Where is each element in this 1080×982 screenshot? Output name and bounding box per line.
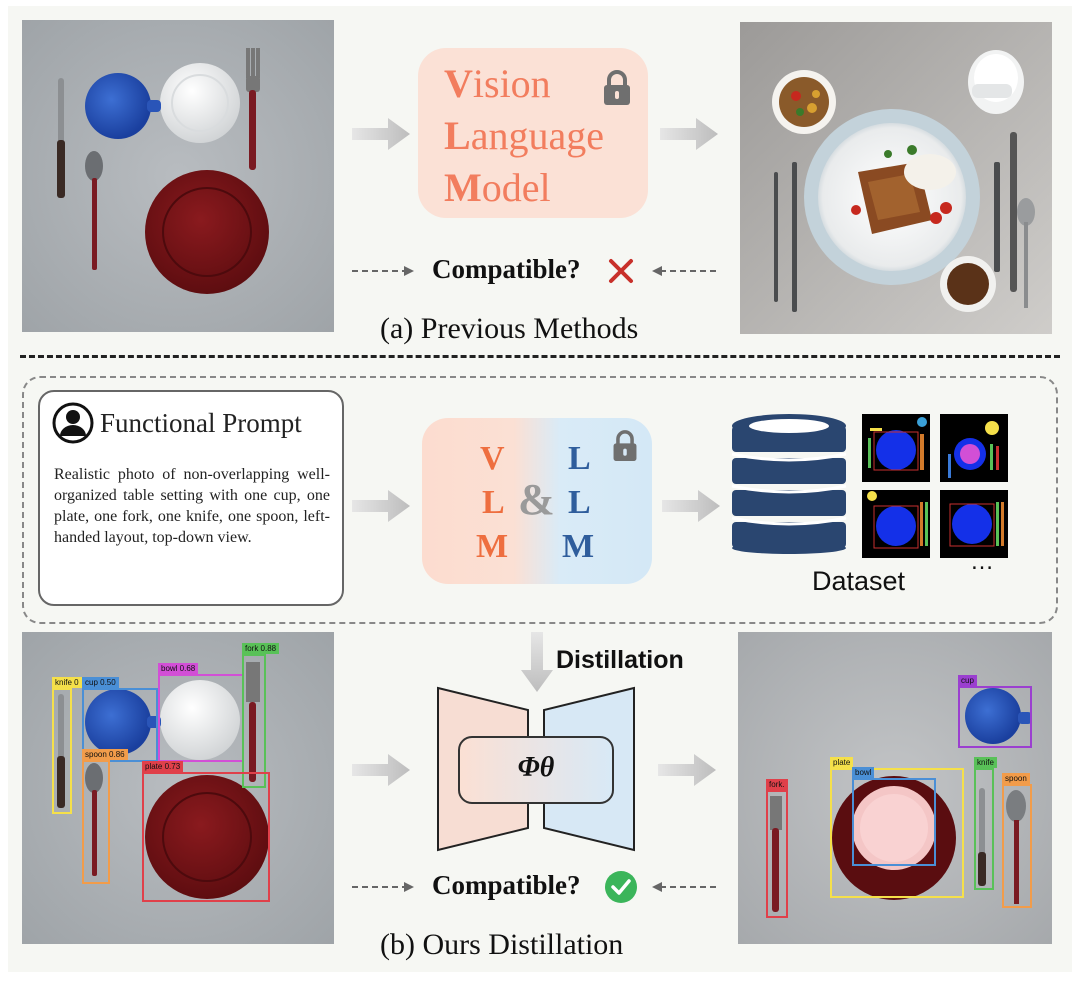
detection-box-cup — [958, 686, 1032, 748]
dataset-thumbnail-1 — [862, 414, 930, 482]
arrow-right-icon — [352, 118, 410, 150]
detection-tag-plate: plate — [830, 757, 854, 768]
arrow-down-icon — [521, 632, 553, 692]
detection-box-bowl — [852, 778, 936, 866]
llm-letter-l1: L — [568, 440, 591, 477]
vlm-llm-box: V L M & L L M — [422, 418, 652, 584]
generated-table-photo-top — [740, 22, 1052, 334]
detection-box-spoon — [1002, 784, 1032, 908]
section-divider — [20, 355, 1060, 358]
detection-box-plate — [142, 772, 270, 902]
dashed-arrow-right-icon — [352, 266, 414, 276]
arrow-right-icon — [352, 754, 410, 786]
detection-box-plate — [830, 768, 964, 898]
detection-box-cup — [82, 688, 158, 762]
detection-photo-right: cup plate bowl knife spoon fork. — [738, 632, 1052, 944]
functional-prompt-title: Functional Prompt — [100, 408, 302, 438]
compatible-label-top: Compatible? — [432, 254, 581, 284]
detection-box-spoon — [82, 760, 110, 884]
dashed-arrow-right-icon — [352, 882, 414, 892]
detection-tag-cup: cup — [958, 675, 977, 686]
phi-theta-label: Φθ — [517, 752, 555, 783]
detection-box-fork — [766, 790, 788, 918]
vlm-line-language: Language — [444, 113, 604, 158]
functional-prompt-text: Realistic photo of non-overlapping well-… — [54, 466, 330, 546]
data-generation-region — [22, 376, 1058, 624]
caption-previous-methods: (a) Previous Methods — [380, 312, 639, 345]
arrow-right-icon — [352, 490, 410, 522]
detection-box-bowl — [158, 674, 244, 762]
detection-photo-left: knife 0 cup 0.50 bowl 0.68 fork 0.88 spo… — [22, 632, 334, 944]
detection-box-knife — [52, 688, 72, 814]
detection-tag-knife: knife 0 — [52, 677, 82, 688]
dashed-arrow-left-icon — [652, 266, 720, 276]
compatible-row-top: Compatible? — [352, 252, 724, 292]
arrow-right-icon — [658, 754, 716, 786]
vlm-line-vision: Vision — [444, 61, 551, 106]
vlm-letter-l: L — [482, 484, 505, 521]
dataset-thumbnail-4 — [940, 490, 1008, 558]
vision-language-model-box: Vision Language Model — [418, 48, 648, 218]
dataset-thumbnail-3 — [862, 490, 930, 558]
detection-tag-fork: fork. — [766, 779, 788, 790]
dataset-label: Dataset — [812, 566, 906, 596]
detection-tag-spoon: spoon — [1002, 773, 1030, 784]
dashed-arrow-left-icon — [652, 882, 720, 892]
ampersand: & — [518, 475, 555, 524]
phi-theta-box: Φθ — [458, 736, 614, 804]
detection-box-knife — [974, 768, 994, 890]
arrow-right-icon — [660, 118, 718, 150]
detection-tag-bowl: bowl 0.68 — [158, 663, 199, 674]
user-icon — [52, 402, 94, 444]
arrow-right-icon — [662, 490, 720, 522]
detection-tag-knife: knife — [974, 757, 997, 768]
compatible-label-bottom: Compatible? — [432, 870, 581, 900]
vlm-line-model: Model — [444, 165, 551, 210]
detection-tag-fork: fork 0.88 — [242, 643, 280, 654]
detection-tag-cup: cup 0.50 — [82, 677, 119, 688]
llm-letter-l2: L — [568, 484, 591, 521]
detection-tag-bowl: bowl — [852, 767, 875, 778]
lock-icon — [613, 430, 637, 461]
detection-tag-spoon: spoon 0.86 — [82, 749, 128, 760]
detection-tag-plate: plate 0.73 — [142, 761, 184, 772]
caption-ours-distillation: (b) Ours Distillation — [380, 928, 624, 961]
dataset-ellipsis: … — [970, 548, 994, 575]
lock-icon — [604, 70, 630, 105]
distillation-label: Distillation — [556, 646, 684, 674]
detection-box-fork — [242, 654, 266, 788]
check-icon — [605, 871, 637, 903]
llm-letter-m: M — [562, 528, 595, 565]
input-table-photo-top — [22, 20, 334, 332]
database-icon — [731, 414, 847, 554]
vlm-letter-v: V — [480, 440, 505, 477]
cross-icon — [609, 259, 633, 283]
vlm-letter-m: M — [476, 528, 509, 565]
compatible-row-bottom: Compatible? — [352, 868, 724, 908]
dataset-thumbnail-2 — [940, 414, 1008, 482]
functional-prompt-box: Functional Prompt Realistic photo of non… — [38, 390, 344, 606]
